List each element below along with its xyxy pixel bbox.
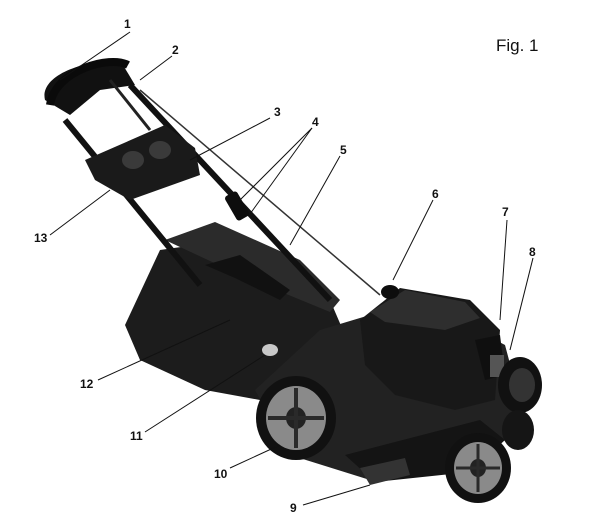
callout-3: 3	[274, 105, 281, 119]
muffler	[490, 355, 504, 377]
front-wheel	[445, 433, 511, 503]
figure-title: Fig. 1	[496, 36, 539, 55]
handle-clamp	[225, 191, 249, 221]
callout-12: 12	[80, 377, 94, 391]
callout-7: 7	[502, 205, 509, 219]
drive-lever	[108, 79, 152, 131]
control-knob-right	[149, 141, 171, 159]
front-right-wheel	[502, 410, 534, 450]
handle-rod-right	[127, 82, 333, 303]
rear-right-wheel	[498, 357, 542, 413]
leader-lines	[49, 31, 534, 506]
callout-8: 8	[529, 245, 536, 259]
catcher-handle	[205, 255, 290, 300]
fuel-cap	[381, 285, 399, 299]
handle-grip	[46, 57, 130, 106]
rear-wheel	[256, 376, 336, 460]
control-knob-left	[122, 151, 144, 169]
callout-5: 5	[340, 143, 347, 157]
mulch-plug	[262, 344, 278, 356]
cable	[139, 89, 381, 296]
callout-4: 4	[312, 115, 319, 129]
callout-2: 2	[172, 43, 179, 57]
callout-9: 9	[290, 501, 297, 515]
callout-11: 11	[130, 429, 143, 443]
callout-10: 10	[214, 467, 228, 481]
callout-1: 1	[124, 17, 131, 31]
handle-rod-left	[62, 118, 203, 287]
callout-13: 13	[34, 231, 48, 245]
engine-cover	[370, 290, 480, 330]
height-lever	[360, 458, 410, 485]
callout-6: 6	[432, 187, 439, 201]
